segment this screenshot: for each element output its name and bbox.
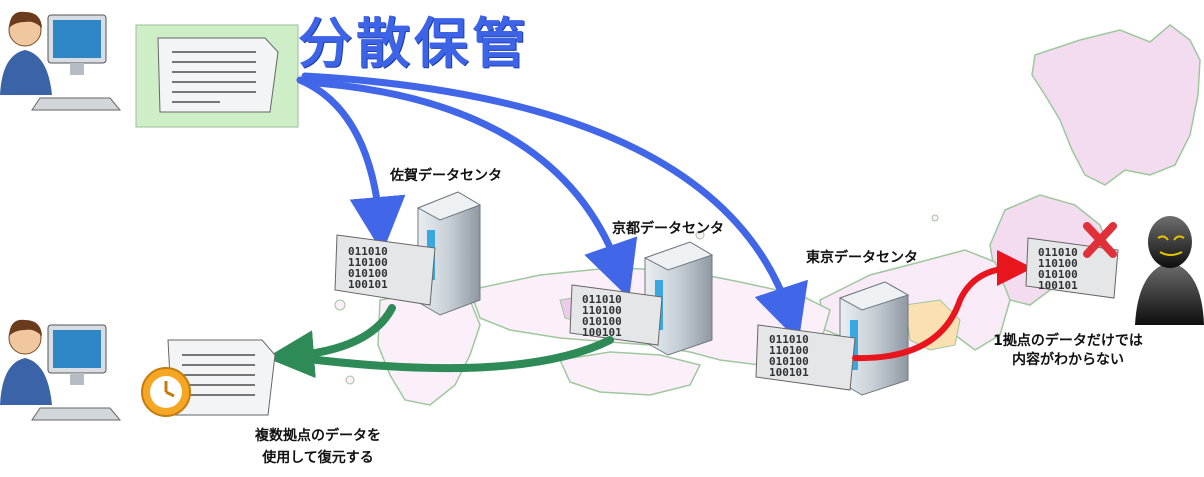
saga-datacenter: 011010 110100 010100 100101 佐賀データセンタ: [334, 167, 502, 316]
svg-text:010100: 010100: [769, 355, 809, 368]
restore-arrow-from-kyoto: [296, 336, 614, 373]
svg-text:100101: 100101: [582, 326, 622, 339]
red-x-icon: [1083, 222, 1117, 258]
svg-text:011010: 011010: [348, 245, 388, 258]
svg-text:010100: 010100: [348, 267, 388, 280]
binary-panel-icon: 011010 110100 010100 100101: [755, 324, 856, 391]
kyoto-datacenter: 011010 110100 010100 100101 京都データセンタ: [569, 220, 724, 356]
saga-label: 佐賀データセンタ: [389, 167, 502, 184]
single-site-note-line1: 1拠点のデータだけでは: [993, 332, 1143, 349]
arrow-to-tokyo: [301, 72, 808, 342]
binary-panel-icon: 011010 110100 010100 100101: [569, 284, 663, 346]
map-hokkaido: [1031, 24, 1201, 186]
svg-text:100101: 100101: [769, 366, 809, 379]
svg-text:110100: 110100: [1038, 257, 1078, 270]
svg-text:100101: 100101: [348, 278, 388, 291]
svg-text:010100: 010100: [582, 315, 622, 328]
svg-text:110100: 110100: [348, 256, 388, 269]
clock-icon: [141, 367, 191, 417]
document-original: [135, 24, 299, 128]
user-bottom-icon: [0, 319, 122, 421]
binary-panel-icon: 011010 110100 010100 100101: [334, 234, 436, 306]
tokyo-label: 東京データセンタ: [806, 249, 918, 266]
restore-note-line1: 複数拠点のデータを: [254, 427, 381, 444]
svg-text:110100: 110100: [769, 344, 809, 357]
tokyo-datacenter: 011010 110100 010100 100101 東京データセンタ: [755, 249, 918, 396]
arrow-to-saga: [296, 76, 406, 253]
map-shizuoka: [904, 299, 961, 351]
svg-text:110100: 110100: [582, 304, 622, 317]
red-leak-arrow: [852, 250, 1033, 362]
svg-text:011010: 011010: [769, 333, 809, 346]
map-shikoku: [558, 351, 702, 396]
svg-text:011010: 011010: [1038, 246, 1078, 259]
server-icon: [643, 241, 714, 356]
kyoto-label: 京都データセンタ: [612, 220, 724, 237]
restore-note-line2: 使用して復元する: [261, 449, 374, 466]
arrow-to-kyoto: [301, 78, 638, 299]
blue-arrows: [296, 72, 808, 342]
page-title: 分散保管: [298, 12, 530, 75]
svg-text:010100: 010100: [1038, 268, 1078, 281]
svg-text:100101: 100101: [1038, 279, 1078, 292]
green-arrows: [266, 304, 614, 379]
single-site-note-line2: 内容がわからない: [1012, 351, 1124, 368]
server-icon: [838, 281, 910, 396]
stolen-binary-panel-icon: 011010 110100 010100 100101: [1025, 237, 1119, 299]
user-top-icon: [0, 11, 122, 111]
svg-text:011010: 011010: [582, 293, 622, 306]
restore-arrow-from-saga: [266, 304, 396, 379]
attacker-icon: [1135, 216, 1204, 325]
